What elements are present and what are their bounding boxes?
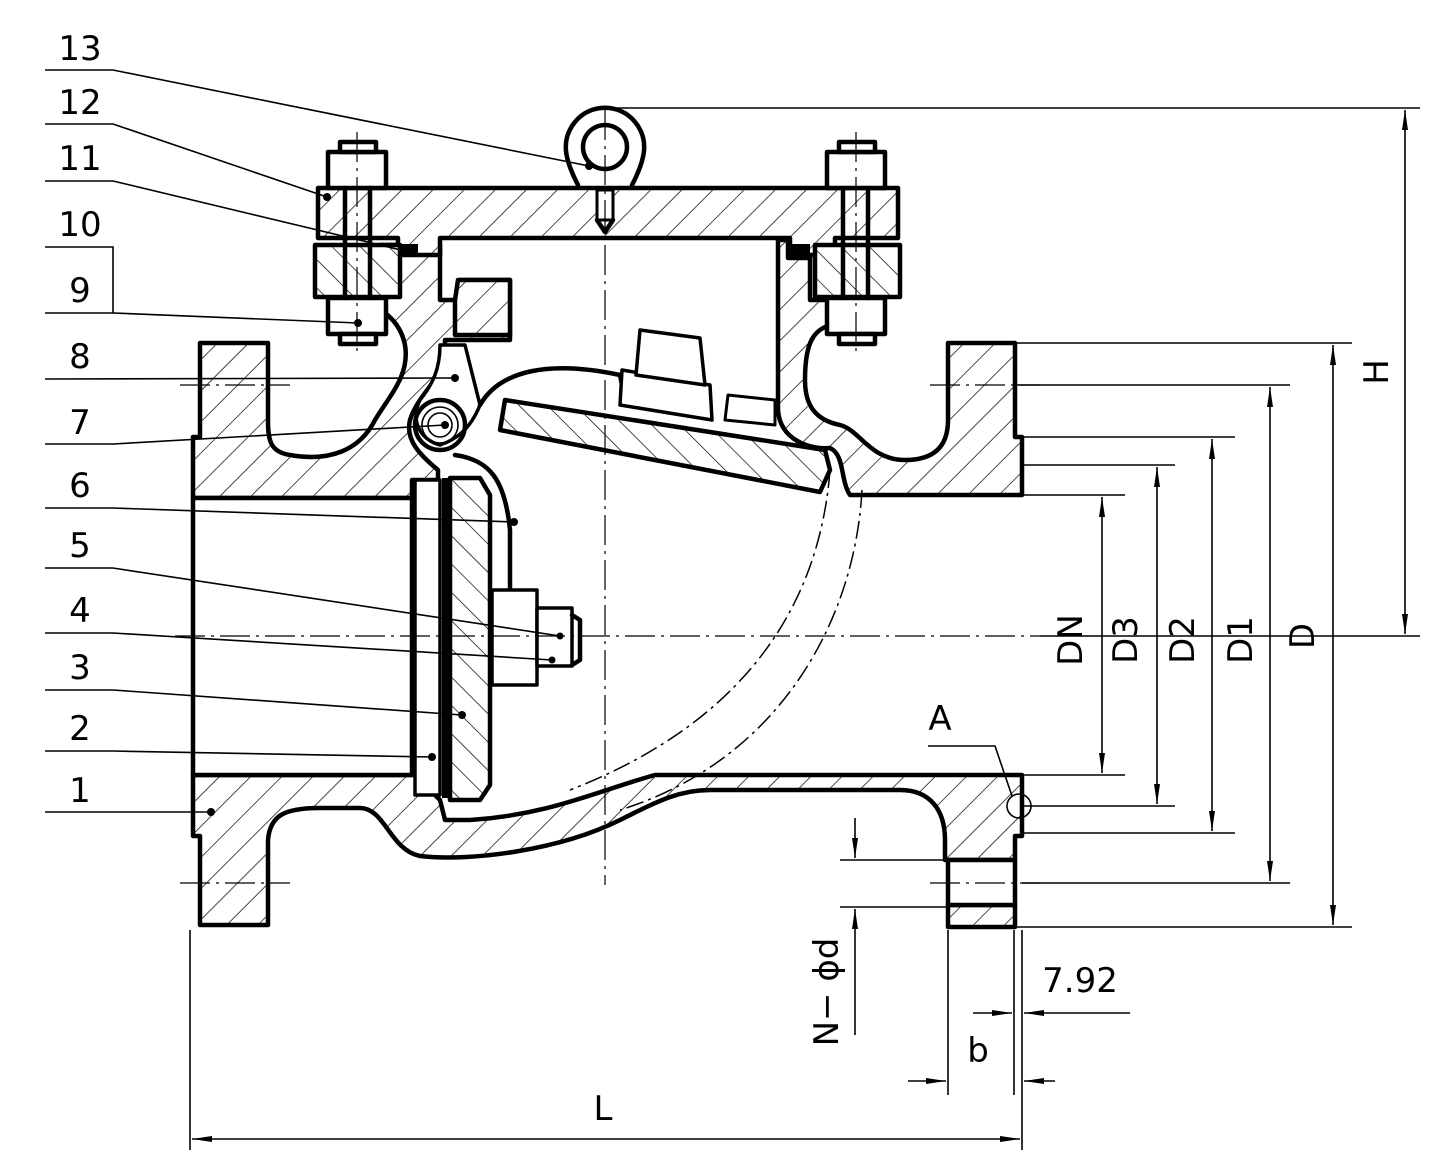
callout-11: 11 (58, 139, 101, 179)
dim-bolt-holes: N− ϕd (807, 938, 847, 1047)
callout-2: 2 (69, 709, 91, 749)
callout-4: 4 (69, 591, 91, 631)
detail-a-circle (1006, 793, 1032, 819)
dimension-labels: H D D1 D2 D3 DN N− ϕd b 7.92 L A (594, 359, 1397, 1129)
callout-8: 8 (69, 337, 91, 377)
callout-5: 5 (69, 526, 91, 566)
callout-7: 7 (69, 403, 91, 443)
valve-body (190, 237, 1025, 930)
hinge-arm (412, 277, 628, 603)
bolt-left (312, 132, 403, 352)
callout-6: 6 (69, 466, 91, 506)
dim-D3: D3 (1106, 616, 1146, 664)
part-callouts: 13 12 11 10 9 8 7 6 5 4 3 2 1 (44, 29, 590, 813)
callout-13: 13 (58, 29, 101, 69)
dim-D: D (1283, 623, 1323, 649)
bolt-right (812, 132, 903, 352)
dim-raised-face: 7.92 (1042, 961, 1118, 1001)
detail-label-A: A (928, 699, 951, 739)
dim-H: H (1357, 359, 1397, 385)
callout-1: 1 (69, 771, 91, 811)
dim-D1: D1 (1221, 616, 1261, 664)
disc-open-position (497, 328, 833, 495)
callout-10: 10 (58, 205, 101, 245)
dim-D2: D2 (1163, 616, 1203, 664)
dim-DN: DN (1051, 614, 1091, 666)
disc-closed (207, 475, 583, 816)
callout-9: 9 (69, 271, 91, 311)
disc-swing-path (569, 469, 831, 791)
dim-L: L (594, 1089, 613, 1129)
callout-3: 3 (69, 648, 91, 688)
callout-12: 12 (58, 83, 101, 123)
dimension-lines (189, 107, 1420, 1150)
dim-b: b (967, 1031, 989, 1071)
